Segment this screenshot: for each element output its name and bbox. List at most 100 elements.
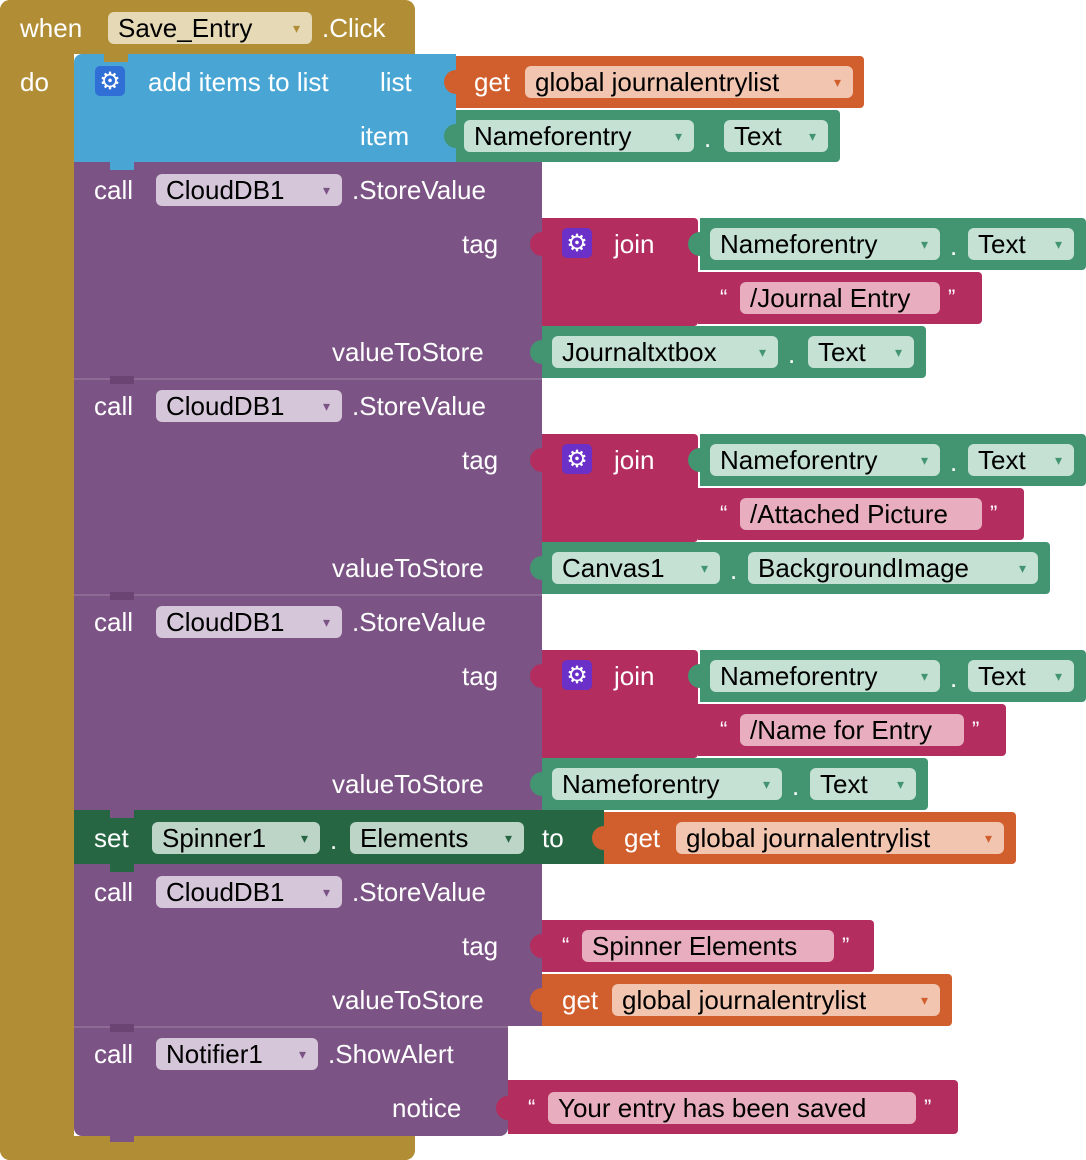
method-name: .ShowAlert (328, 1039, 454, 1069)
join-label: join (614, 661, 655, 691)
dot-separator: . (788, 339, 796, 369)
mutator-gear-button[interactable]: ⚙ (562, 444, 592, 474)
chevron-down-icon: ▾ (984, 830, 992, 846)
event-name: .Click (322, 13, 386, 43)
join-label: join (614, 445, 655, 475)
open-quote: “ (562, 933, 570, 958)
chevron-down-icon: ▾ (674, 128, 682, 144)
component-dropdown[interactable]: Spinner1 ▾ (152, 822, 320, 854)
mutator-gear-button[interactable]: ⚙ (562, 660, 592, 690)
text-literal-field[interactable]: Spinner Elements (582, 930, 834, 962)
chevron-down-icon: ▾ (920, 236, 928, 252)
notch (110, 810, 134, 818)
call-label: call (94, 877, 134, 907)
property-dropdown[interactable]: BackgroundImage ▾ (748, 552, 1038, 584)
text-literal-field[interactable]: Your entry has been saved (548, 1092, 916, 1124)
tag-label: tag (462, 661, 499, 691)
chevron-down-icon: ▾ (700, 560, 708, 576)
component-dropdown[interactable]: CloudDB1 ▾ (156, 390, 342, 422)
component-dropdown[interactable]: Journaltxtbox ▾ (552, 336, 778, 368)
tag-label: tag (462, 931, 499, 961)
value-to-store-label: valueToStore (332, 769, 484, 799)
component-dropdown[interactable]: CloudDB1 ▾ (156, 606, 342, 638)
connector-nub (688, 448, 700, 472)
chevron-down-icon: ▾ (920, 992, 928, 1008)
variable-dropdown[interactable]: global journalentrylist ▾ (525, 66, 853, 98)
property-dropdown[interactable]: Text ▾ (968, 660, 1074, 692)
open-quote: “ (528, 1095, 536, 1120)
text-literal-field[interactable]: /Name for Entry (740, 714, 964, 746)
mutator-gear-button[interactable]: ⚙ (562, 228, 592, 258)
text-literal-field[interactable]: /Journal Entry (740, 282, 940, 314)
event-footer (0, 1136, 415, 1160)
component-dropdown[interactable]: Nameforentry ▾ (552, 768, 782, 800)
value-to-store-label: valueToStore (332, 985, 484, 1015)
component-dropdown[interactable]: Nameforentry ▾ (710, 228, 940, 260)
component-name: Journaltxtbox (562, 337, 717, 367)
text-value: /Attached Picture (750, 499, 948, 529)
connector-nub (688, 664, 700, 688)
gear-icon: ⚙ (566, 229, 588, 257)
component-dropdown[interactable]: Canvas1 ▾ (552, 552, 720, 584)
join-label: join (614, 229, 655, 259)
property-dropdown[interactable]: Text ▾ (810, 768, 916, 800)
component-dropdown-save-entry[interactable]: Save_Entry ▾ (108, 12, 312, 44)
component-name: Nameforentry (562, 769, 720, 799)
property-name: Text (978, 229, 1026, 259)
property-dropdown[interactable]: Text ▾ (724, 120, 828, 152)
component-dropdown[interactable]: Nameforentry ▾ (710, 444, 940, 476)
component-dropdown[interactable]: Notifier1 ▾ (156, 1038, 318, 1070)
add-items-to-list-block[interactable] (74, 54, 456, 162)
close-quote: ” (842, 933, 850, 958)
component-name: Canvas1 (562, 553, 665, 583)
chevron-down-icon: ▾ (1054, 236, 1062, 252)
connector-nub (530, 340, 542, 364)
call-label: call (94, 1039, 134, 1069)
variable-dropdown[interactable]: global journalentrylist ▾ (676, 822, 1004, 854)
property-dropdown[interactable]: Elements ▾ (350, 822, 524, 854)
component-dropdown[interactable]: CloudDB1 ▾ (156, 876, 342, 908)
component-dropdown[interactable]: Nameforentry ▾ (710, 660, 940, 692)
get-label: get (624, 823, 661, 853)
add-items-label: add items to list (148, 67, 329, 97)
list-socket-label: list (380, 67, 412, 97)
connector-nub (530, 934, 542, 958)
component-dropdown[interactable]: Nameforentry ▾ (464, 120, 694, 152)
component-name: Nameforentry (720, 661, 878, 691)
property-name: Text (734, 121, 782, 151)
variable-name: global journalentrylist (535, 67, 780, 97)
dot-separator: . (792, 771, 800, 801)
text-literal-field[interactable]: /Attached Picture (740, 498, 982, 530)
connector-nub (530, 772, 542, 796)
variable-dropdown[interactable]: global journalentrylist ▾ (612, 984, 940, 1016)
chevron-down-icon: ▾ (762, 776, 770, 792)
text-value: /Journal Entry (750, 283, 911, 313)
text-value: Spinner Elements (592, 931, 798, 961)
component-dropdown[interactable]: CloudDB1 ▾ (156, 174, 342, 206)
property-dropdown[interactable]: Text ▾ (968, 228, 1074, 260)
close-quote: ” (990, 501, 998, 526)
dot-separator: . (950, 447, 958, 477)
connector-nub (592, 826, 604, 850)
component-name: Notifier1 (166, 1039, 263, 1069)
chevron-down-icon: ▾ (322, 614, 330, 630)
gear-icon: ⚙ (566, 445, 588, 473)
connector-nub (688, 718, 700, 742)
chevron-down-icon: ▾ (322, 182, 330, 198)
notch (110, 162, 134, 170)
property-name: Text (978, 661, 1026, 691)
close-quote: ” (924, 1095, 932, 1120)
notch (110, 592, 134, 600)
chevron-down-icon: ▾ (1018, 560, 1026, 576)
mutator-gear-button[interactable]: ⚙ (95, 66, 125, 96)
dot-separator: . (730, 555, 738, 585)
get-label: get (474, 67, 511, 97)
connector-nub (530, 232, 542, 256)
property-name: Text (820, 769, 868, 799)
property-dropdown[interactable]: Text ▾ (808, 336, 914, 368)
gear-icon: ⚙ (99, 67, 121, 95)
component-name: CloudDB1 (166, 877, 285, 907)
property-name: BackgroundImage (758, 553, 970, 583)
property-dropdown[interactable]: Text ▾ (968, 444, 1074, 476)
close-quote: ” (948, 285, 956, 310)
